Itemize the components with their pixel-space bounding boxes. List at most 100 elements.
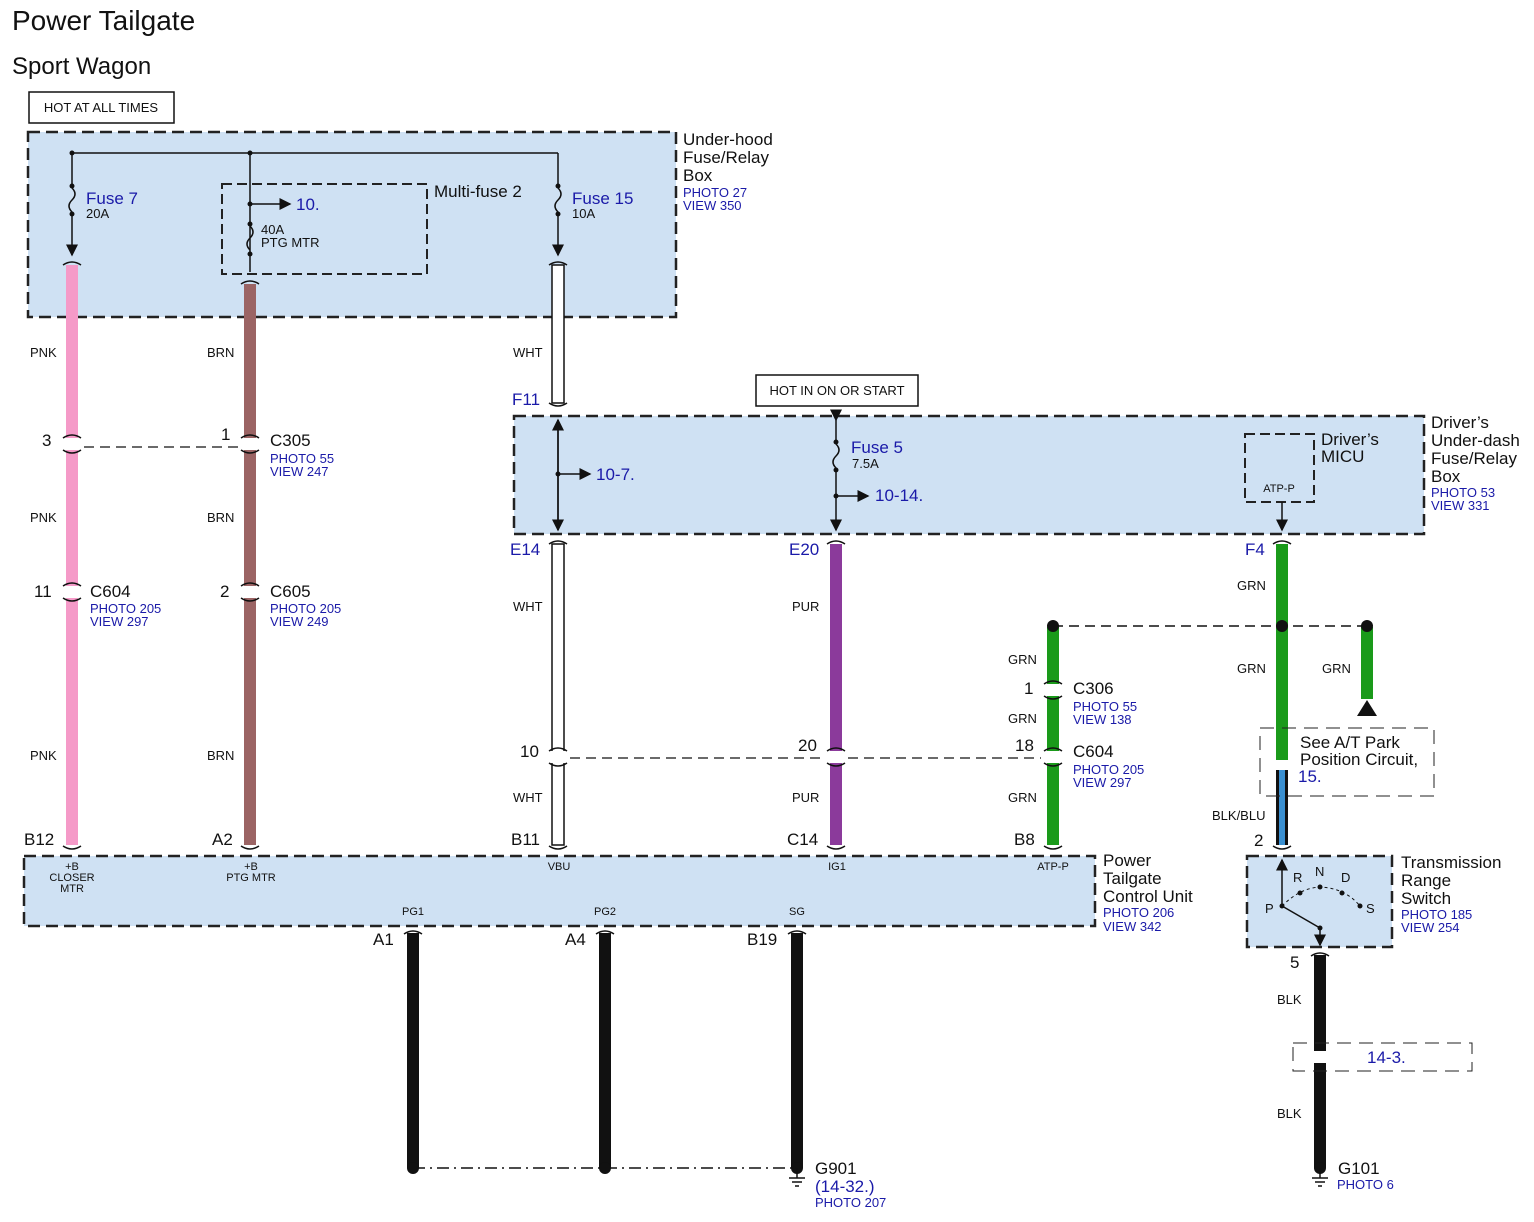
svg-text:Fuse 7: Fuse 7 (86, 189, 138, 208)
fuse-7: Fuse 7 20A (66, 153, 138, 257)
svg-text:ATP-P: ATP-P (1263, 483, 1295, 495)
svg-text:VIEW 331: VIEW 331 (1431, 498, 1490, 513)
svg-text:Fuse/Relay: Fuse/Relay (1431, 449, 1517, 468)
svg-text:R: R (1293, 870, 1302, 885)
svg-text:PTG MTR: PTG MTR (226, 872, 276, 884)
svg-text:Under-dash: Under-dash (1431, 431, 1520, 450)
svg-text:Switch: Switch (1401, 889, 1451, 908)
wire-label-brn-1: BRN (207, 345, 234, 360)
transmission-range-switch: Transmission Range Switch PHOTO 185 VIEW… (1245, 831, 1501, 972)
pin-a1: A1 (373, 930, 394, 949)
svg-text:15.: 15. (1298, 767, 1322, 786)
svg-text:Transmission: Transmission (1401, 853, 1501, 872)
svg-text:VIEW 247: VIEW 247 (270, 464, 329, 479)
svg-text:HOT IN ON OR START: HOT IN ON OR START (769, 383, 904, 398)
svg-text:MTR: MTR (60, 883, 84, 895)
svg-text:VIEW 350: VIEW 350 (683, 198, 742, 213)
svg-text:Fuse/Relay: Fuse/Relay (683, 148, 769, 167)
svg-text:Box: Box (1431, 467, 1461, 486)
svg-text:PG1: PG1 (402, 906, 424, 918)
svg-text:18: 18 (1015, 736, 1034, 755)
svg-text:G101: G101 (1338, 1159, 1380, 1178)
pin-b19: B19 (747, 930, 777, 949)
svg-text:PHOTO 27: PHOTO 27 (683, 185, 747, 200)
svg-text:PHOTO 53: PHOTO 53 (1431, 485, 1495, 500)
svg-text:10A: 10A (572, 206, 595, 221)
wire-label-grn-2: GRN (1008, 711, 1037, 726)
svg-text:Box: Box (683, 166, 713, 185)
svg-text:Driver’s: Driver’s (1431, 413, 1489, 432)
svg-text:P: P (1265, 901, 1274, 916)
svg-text:1: 1 (221, 425, 230, 444)
svg-text:PHOTO 185: PHOTO 185 (1401, 907, 1472, 922)
wire-grn-atpark (1357, 627, 1377, 716)
wire-label-blk-1: BLK (1277, 992, 1302, 1007)
wire-grn-ptcu (1047, 627, 1059, 845)
ref-10-14: 10-14. (875, 486, 923, 505)
svg-text:Fuse 5: Fuse 5 (851, 438, 903, 457)
svg-text:14-3.: 14-3. (1367, 1048, 1406, 1067)
wire-label-grn-3: GRN (1008, 790, 1037, 805)
svg-text:Tailgate: Tailgate (1103, 869, 1162, 888)
connector-c306: 1 C306 PHOTO 55 VIEW 138 (1024, 679, 1137, 727)
fuse-5: Fuse 5 7.5A 10-14. (830, 409, 923, 532)
wire-label-grn-5: GRN (1237, 661, 1266, 676)
svg-text:20A: 20A (86, 206, 109, 221)
pin-f11: F11 (512, 390, 540, 409)
svg-text:PHOTO 205: PHOTO 205 (90, 601, 161, 616)
pin-trs-2: 2 (1254, 831, 1263, 850)
svg-text:+B: +B (65, 861, 79, 873)
svg-text:20: 20 (798, 736, 817, 755)
svg-text:11: 11 (34, 582, 52, 601)
svg-text:PHOTO 207: PHOTO 207 (815, 1195, 886, 1210)
svg-text:Multi-fuse 2: Multi-fuse 2 (434, 182, 522, 201)
wire-label-pur-1: PUR (792, 599, 819, 614)
svg-text:G901: G901 (815, 1159, 857, 1178)
svg-text:Range: Range (1401, 871, 1451, 890)
wire-grn-main (1276, 544, 1288, 760)
svg-text:MICU: MICU (1321, 447, 1364, 466)
wire-label-blk-2: BLK (1277, 1106, 1302, 1121)
svg-text:VIEW 342: VIEW 342 (1103, 919, 1162, 934)
svg-text:S: S (1366, 901, 1375, 916)
svg-text:PHOTO 55: PHOTO 55 (270, 451, 334, 466)
svg-text:VBU: VBU (548, 861, 571, 873)
wire-brn (244, 284, 256, 845)
svg-text:PG2: PG2 (594, 906, 616, 918)
pin-f4: F4 (1245, 540, 1265, 559)
wire-label-blk-blu: BLK/BLU (1212, 808, 1265, 823)
svg-text:Control Unit: Control Unit (1103, 887, 1193, 906)
connector-c604-right: 10 20 18 C604 PHOTO 205 VIEW 297 (520, 736, 1144, 790)
wire-label-pnk-1: PNK (30, 345, 57, 360)
svg-text:3: 3 (42, 431, 51, 450)
pin-b11: B11 (511, 830, 540, 849)
wire-wht-lower (551, 543, 565, 846)
pin-c14: C14 (787, 830, 818, 849)
svg-text:CLOSER: CLOSER (49, 872, 94, 884)
wire-label-grn-6: GRN (1322, 661, 1351, 676)
pin-b12: B12 (24, 830, 54, 849)
see-at-park-circuit: See A/T Park Position Circuit, 15. (1259, 727, 1435, 797)
svg-text:VIEW 249: VIEW 249 (270, 614, 329, 629)
wire-label-brn-2: BRN (207, 510, 234, 525)
svg-text:Fuse 15: Fuse 15 (572, 189, 633, 208)
svg-text:VIEW 254: VIEW 254 (1401, 920, 1460, 935)
wire-pnk (66, 265, 78, 845)
page-title: Power Tailgate (12, 5, 195, 36)
wire-label-wht-2: WHT (513, 599, 543, 614)
svg-text:PHOTO 205: PHOTO 205 (1073, 762, 1144, 777)
svg-text:2: 2 (220, 582, 229, 601)
svg-text:PHOTO 6: PHOTO 6 (1337, 1177, 1394, 1192)
ref-10-7: 10-7. (596, 465, 635, 484)
svg-text:PHOTO 205: PHOTO 205 (270, 601, 341, 616)
wire-label-brn-3: BRN (207, 748, 234, 763)
underdash-fuse-box: Driver’s Under-dash Fuse/Relay Box PHOTO… (510, 390, 1520, 559)
ground-g101: G101 PHOTO 6 (1312, 1159, 1394, 1192)
drivers-micu: Driver’s MICU ATP-P (1244, 430, 1379, 532)
svg-text:PTG MTR: PTG MTR (261, 235, 320, 250)
pin-b8: B8 (1014, 830, 1035, 849)
svg-text:C605: C605 (270, 582, 311, 601)
wire-label-grn-4: GRN (1237, 578, 1266, 593)
svg-text:SG: SG (789, 906, 805, 918)
hot-at-all-times-label: HOT AT ALL TIMES (28, 91, 175, 124)
